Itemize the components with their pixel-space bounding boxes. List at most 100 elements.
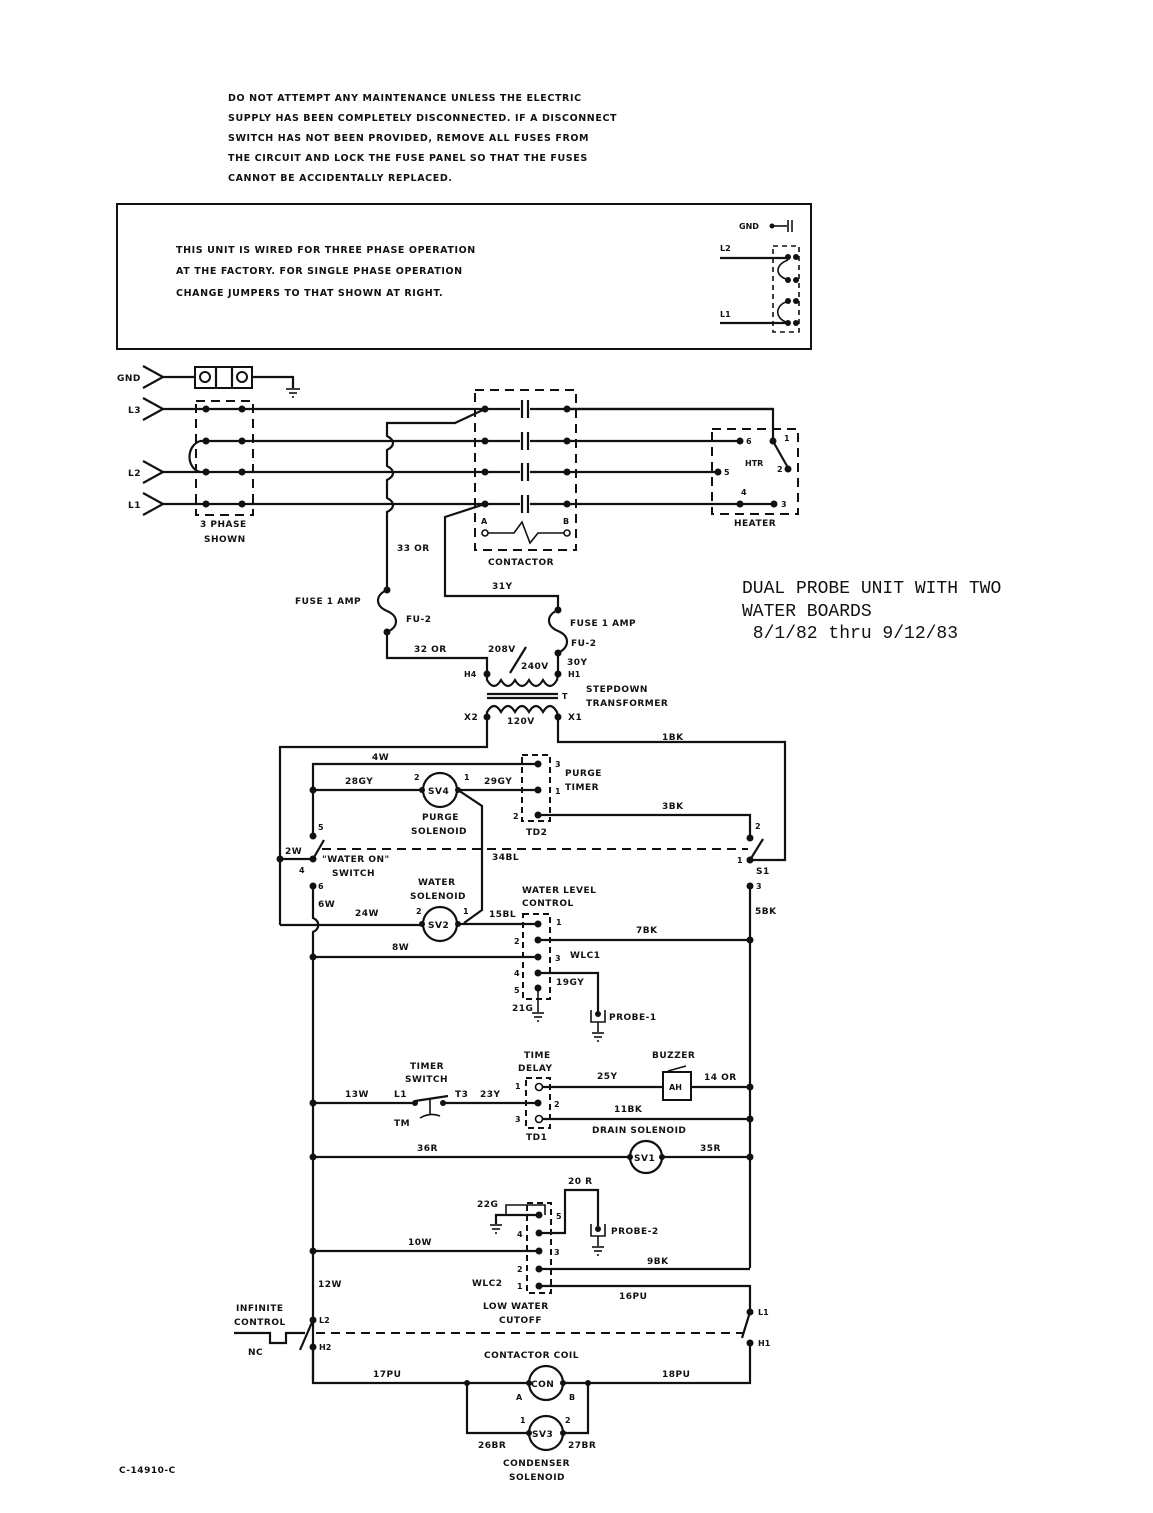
wlc2-name: CUTOFF xyxy=(499,1316,542,1326)
infinite-control-h2: H2 xyxy=(319,1343,331,1352)
warning-line: SWITCH HAS NOT BEEN PROVIDED, REMOVE ALL… xyxy=(228,133,589,144)
note-line: CHANGE JUMPERS TO THAT SHOWN AT RIGHT. xyxy=(176,288,443,299)
td2-pin: 1 xyxy=(555,787,561,796)
infinite-control-h1: H1 xyxy=(758,1339,771,1348)
td2-pin: 3 xyxy=(555,760,561,769)
infinite-control-nc: NC xyxy=(248,1348,263,1358)
td1-pin: 2 xyxy=(554,1100,560,1109)
contactor-coil-con: CONTACTOR COIL CON A B xyxy=(484,1351,579,1402)
heater-term: 4 xyxy=(741,488,747,497)
wire-label: 6W xyxy=(318,900,335,910)
transformer-primary-label: 240V xyxy=(521,662,549,672)
phase-note-box: THIS UNIT IS WIRED FOR THREE PHASE OPERA… xyxy=(116,203,812,350)
wlc1-pin: 2 xyxy=(514,937,520,946)
time-delay-label: TIME xyxy=(524,1051,551,1061)
wlc1-name: CONTROL xyxy=(522,899,574,909)
switch-label: SWITCH xyxy=(332,869,375,879)
switch-pin: 4 xyxy=(299,866,305,875)
heater-term: 1 xyxy=(784,434,790,443)
s1-label: S1 xyxy=(756,867,770,877)
wire-label: 9BK xyxy=(647,1257,669,1267)
wlc2-name: LOW WATER xyxy=(483,1302,549,1312)
transformer-t: T xyxy=(562,692,568,701)
wire-label: 20 R xyxy=(568,1177,593,1187)
buzzer-glyph: AH xyxy=(669,1083,682,1092)
wire-label: 18PU xyxy=(662,1370,690,1380)
timer-switch-label: TIMER xyxy=(410,1062,444,1072)
wire-label: 12W xyxy=(318,1280,342,1290)
power-supply: GND L3 L2 L1 3 PHASE SHOWN xyxy=(117,365,773,545)
wire-label: 22G xyxy=(477,1200,498,1210)
warning-line: CANNOT BE ACCIDENTALLY REPLACED. xyxy=(228,173,453,184)
heater-term: 6 xyxy=(746,437,752,446)
probe-1: PROBE-1 xyxy=(590,1010,657,1042)
low-water-cutoff-wlc2: 5 4 3 2 1 WLC2 LOW WATER CUTOFF 22G 20 R xyxy=(472,1177,658,1326)
water-on-switch: 5 2W 4 "WATER ON" SWITCH 6 xyxy=(276,790,748,891)
sv4-name: PURGE xyxy=(422,813,459,823)
wire-label: 32 OR xyxy=(414,645,447,655)
td2-label: TD2 xyxy=(526,828,547,838)
timer-switch-t3: T3 xyxy=(455,1090,468,1100)
condenser-solenoid-sv3: SV3 1 2 26BR 27BR CONDENSER SOLENOID xyxy=(478,1414,596,1483)
heater-term: 2 xyxy=(777,465,783,474)
wire-label: 19GY xyxy=(556,978,584,988)
wire-label: 15BL xyxy=(489,910,516,920)
transformer-primary-label: 208V xyxy=(488,645,516,655)
wire-label: 13W xyxy=(345,1090,369,1100)
fuse-id: FU-2 xyxy=(571,639,596,649)
warning-line: THE CIRCUIT AND LOCK THE FUSE PANEL SO T… xyxy=(228,153,588,164)
timer-switch: 13W L1 TM T3 TIMER SWITCH 23Y xyxy=(309,1062,538,1129)
contactor-term-a: A xyxy=(481,517,488,526)
sv2-name: SOLENOID xyxy=(410,892,466,902)
infinite-control-label: CONTROL xyxy=(234,1318,286,1328)
title-line: DUAL PROBE UNIT WITH TWO xyxy=(742,579,1001,599)
l1-label: L1 xyxy=(128,501,141,511)
s1-pin: 3 xyxy=(756,882,762,891)
wire-label: 28GY xyxy=(345,777,373,787)
title-line: WATER BOARDS xyxy=(742,602,872,622)
switch-label: "WATER ON" xyxy=(322,855,390,865)
l2-label: L2 xyxy=(128,469,141,479)
transformer-secondary-label: 120V xyxy=(507,717,535,727)
l3-label: L3 xyxy=(128,406,141,416)
terminal-block-label: 3 PHASE xyxy=(200,520,247,530)
wire-label: 35R xyxy=(700,1144,721,1154)
sv3-pin: 1 xyxy=(520,1416,526,1425)
warning-line: DO NOT ATTEMPT ANY MAINTENANCE UNLESS TH… xyxy=(228,93,582,104)
three-phase-terminal-block xyxy=(195,400,254,516)
wlc2-pin: 3 xyxy=(554,1248,560,1257)
buzzer-label: BUZZER xyxy=(652,1051,695,1061)
heater-term: 5 xyxy=(724,468,730,477)
probe-1-label: PROBE-1 xyxy=(609,1013,657,1023)
water-level-control-wlc1: WATER LEVEL CONTROL 1 2 3 4 5 WLC1 21G 1… xyxy=(512,886,657,1042)
wire-label: 2W xyxy=(285,847,302,857)
sv2-name: WATER xyxy=(418,878,456,888)
transformer-label: TRANSFORMER xyxy=(586,699,668,709)
heater-htr-label: HTR xyxy=(745,459,763,468)
switch-pin: 6 xyxy=(318,882,324,891)
wire-label: 26BR xyxy=(478,1441,506,1451)
s1-pin: 2 xyxy=(755,822,761,831)
title-block: DUAL PROBE UNIT WITH TWO WATER BOARDS 8/… xyxy=(742,579,1001,644)
control-circuit: 1BK 4W 28GY SV4 2 1 PURGE SOLENOID 29GY … xyxy=(234,717,787,1483)
timer-switch-label: SWITCH xyxy=(405,1075,448,1085)
wire-label: 8W xyxy=(392,943,409,953)
wlc1-id: WLC1 xyxy=(570,951,601,961)
ground-icon xyxy=(490,1224,502,1234)
con-label: CON xyxy=(531,1380,554,1390)
stepdown-transformer: 208V 240V H4 H1 T X2 X1 120V STEPDOWN TR… xyxy=(464,645,668,727)
fuse-circuit: 33 OR FUSE 1 AMP FU-2 32 OR 31Y FUSE 1 A… xyxy=(295,408,636,672)
switch-pin: 5 xyxy=(318,823,324,832)
switch-s1: 2 1 S1 3 xyxy=(737,822,770,891)
sv3-label: SV3 xyxy=(532,1430,553,1440)
transformer-h1: H1 xyxy=(568,670,581,679)
purge-timer-label: TIMER xyxy=(565,783,599,793)
wire-label: 34BL xyxy=(492,853,519,863)
single-phase-jumper-inset: GND L2 L1 xyxy=(720,220,800,333)
wire-label: 36R xyxy=(417,1144,438,1154)
time-delay-label: DELAY xyxy=(518,1064,552,1074)
gnd-label: GND xyxy=(117,374,141,384)
contactor-label: CONTACTOR xyxy=(488,558,554,568)
purge-solenoid-sv4: SV4 2 1 PURGE SOLENOID xyxy=(411,771,470,837)
warning-line: SUPPLY HAS BEEN COMPLETELY DISCONNECTED.… xyxy=(228,113,617,124)
